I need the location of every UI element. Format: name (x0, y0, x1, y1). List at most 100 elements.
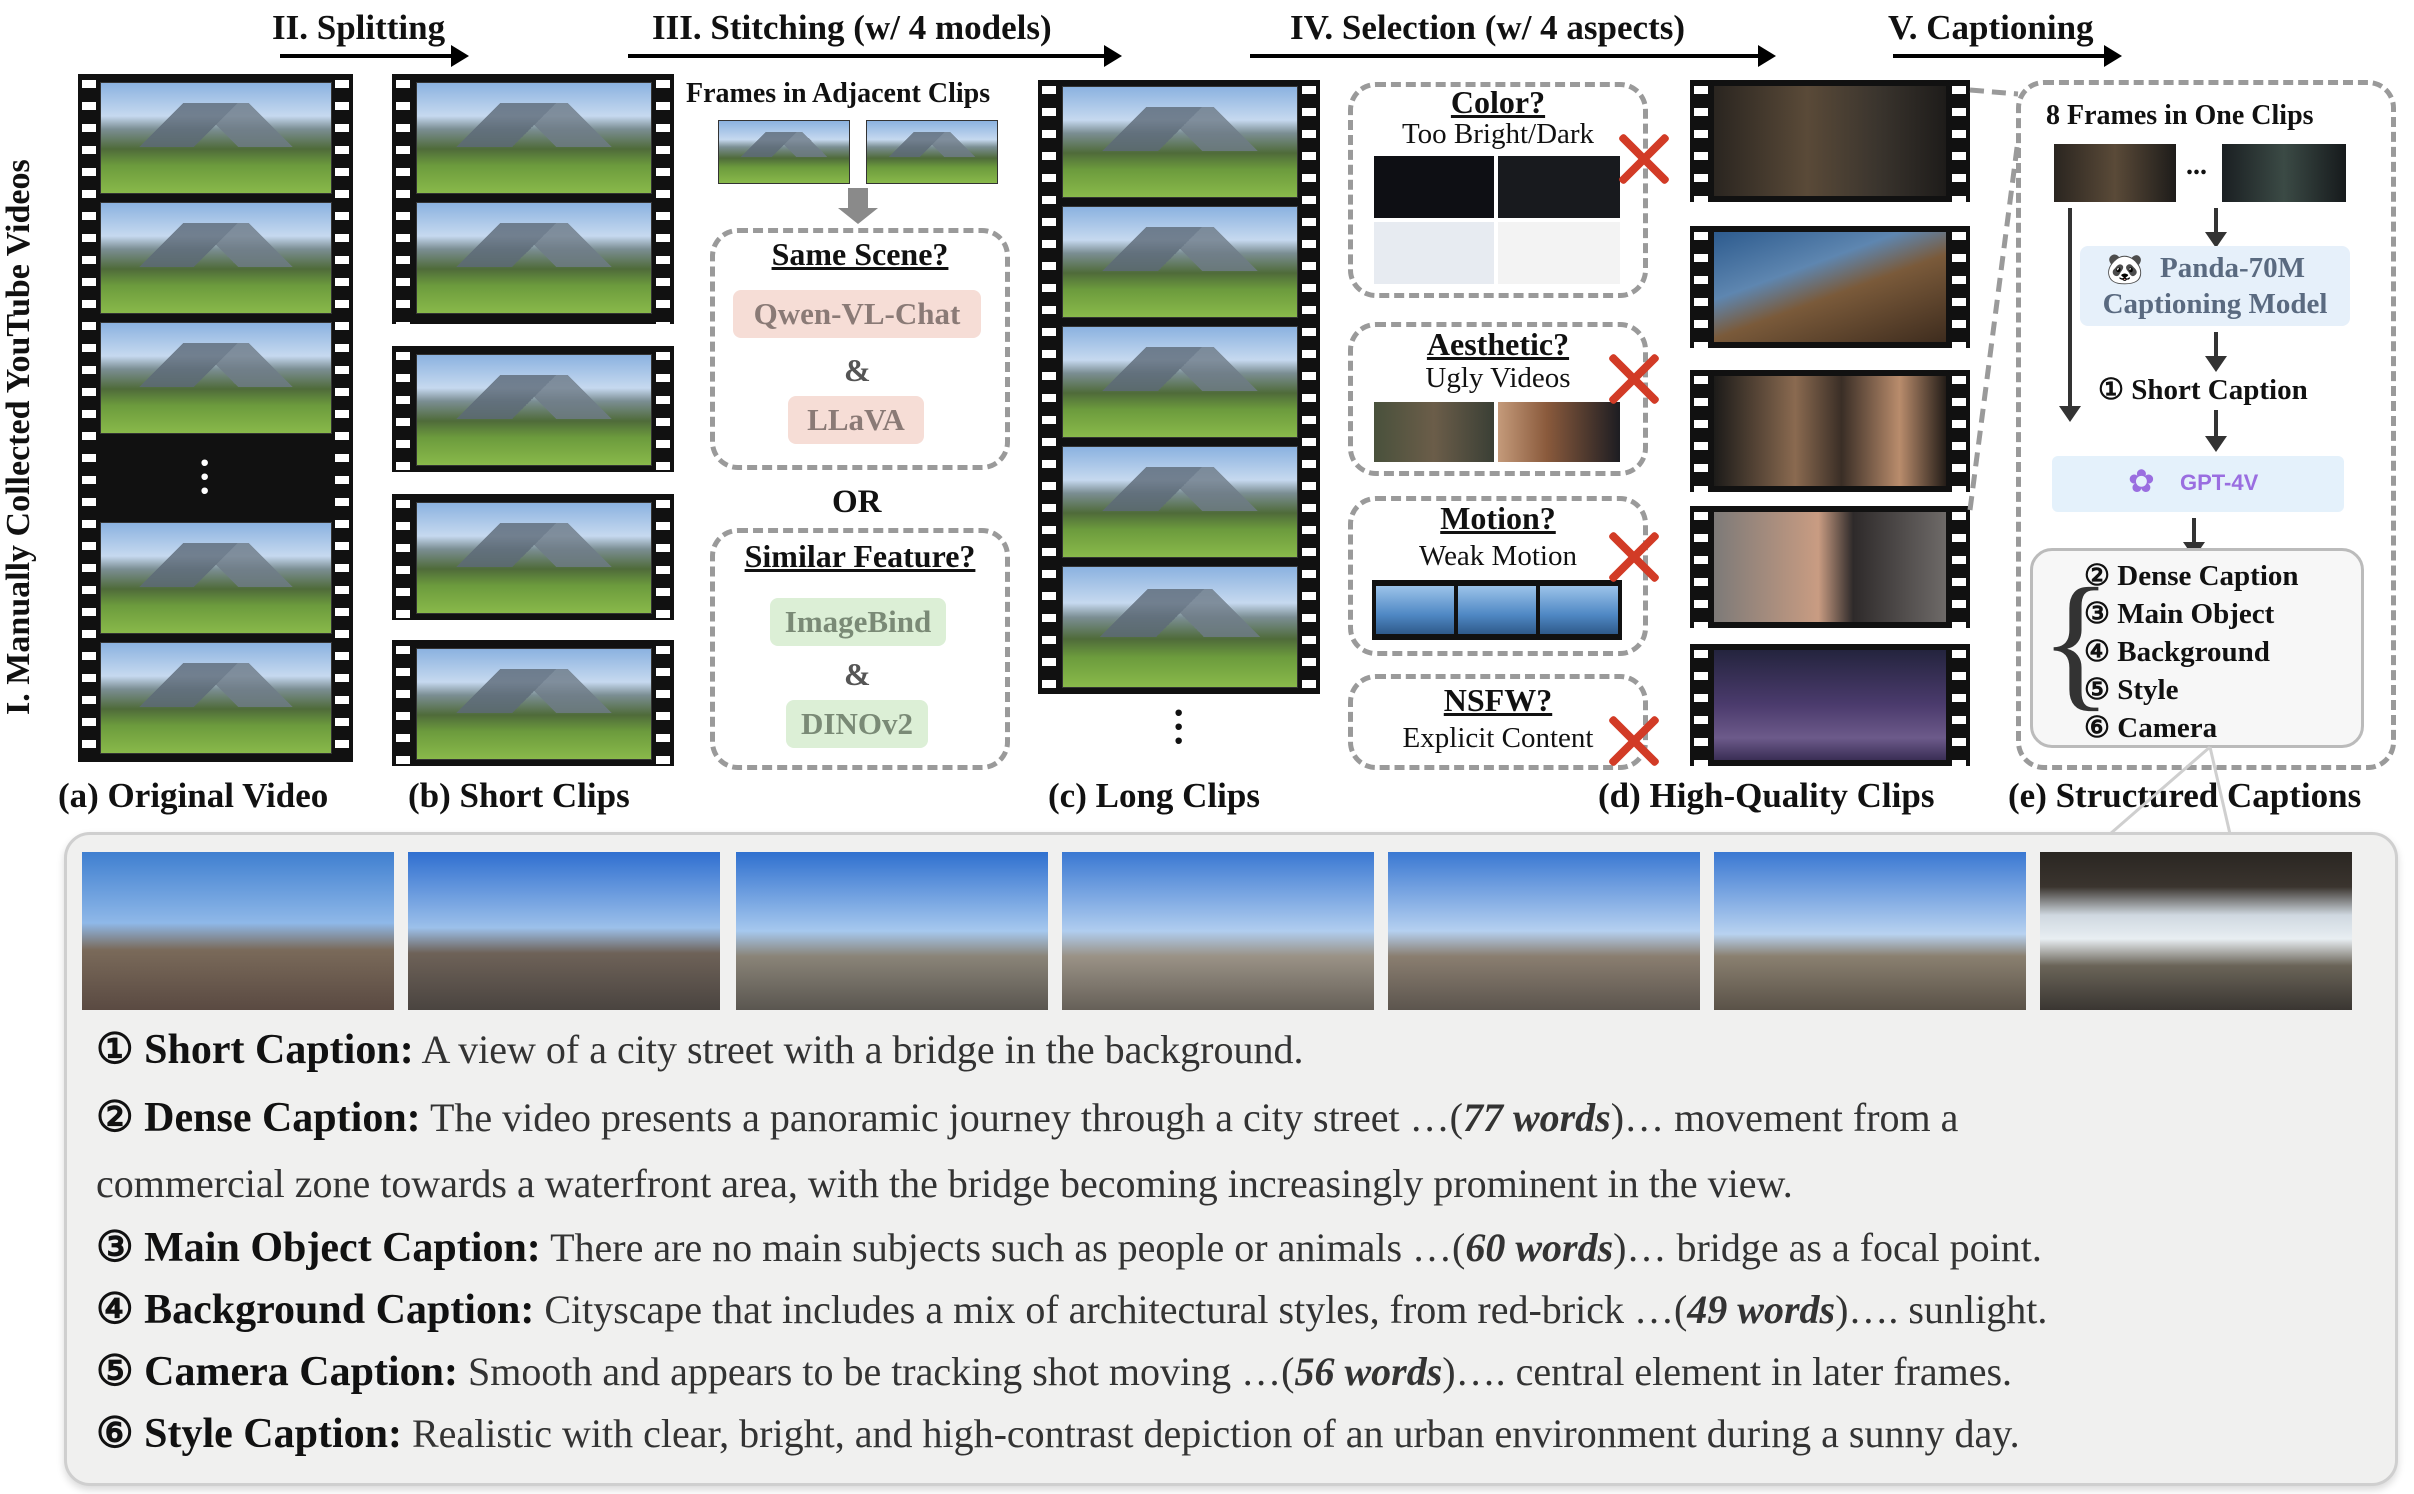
flow-arrow-long (2059, 208, 2081, 422)
bright-thumbnail (1498, 222, 1620, 284)
hq-clip-film (1690, 226, 1970, 348)
caption-label: ⑥ Style Caption: (96, 1411, 402, 1457)
caption-text: )… movement from a (1610, 1095, 1959, 1140)
dark-thumbnail (1374, 156, 1494, 218)
gpt4v-label: GPT-4V (2180, 470, 2259, 495)
connector-lines (1967, 87, 2021, 511)
stage-captioning-label: V. Captioning (1888, 8, 2094, 47)
captioning-arrow (1893, 45, 2122, 67)
video-frame (100, 322, 332, 434)
caption-text: )… bridge as a focal point. (1613, 1225, 2042, 1270)
panda-model-line1: Panda-70M (2160, 252, 2305, 284)
reject-cross-icon (1618, 132, 1672, 186)
aesthetic-question: Aesthetic? (1426, 326, 1570, 362)
clip-frame (1062, 86, 1298, 198)
clip-frame (416, 648, 652, 760)
weak-motion-strip (1372, 580, 1622, 640)
clip-frame (416, 354, 652, 466)
motion-subtitle: Weak Motion (1419, 540, 1577, 572)
main-object-caption-line: ③ Main Object Caption: There are no main… (96, 1222, 2042, 1272)
structured-item: ⑤ Style (2084, 674, 2179, 706)
stage-selection-label: IV. Selection (w/ 4 aspects) (1290, 8, 1686, 47)
video-frame (100, 522, 332, 634)
short-caption-line: ① Short Caption: A view of a city street… (96, 1024, 1303, 1074)
dense-caption-line: ② Dense Caption: The video presents a pa… (96, 1092, 1958, 1142)
splitting-arrow (280, 45, 469, 67)
panel-pointer (2109, 745, 2232, 836)
label-long-clips: (c) Long Clips (1048, 776, 1260, 815)
hq-clip-film (1690, 644, 1970, 766)
short-clip-film (392, 74, 674, 324)
ugly-video-thumbnail (1498, 402, 1620, 462)
video-frame (100, 82, 332, 194)
ampersand: & (844, 352, 871, 388)
caption-text: A view of a city street with a bridge in… (413, 1027, 1304, 1072)
word-count: 49 words (1687, 1287, 1836, 1332)
caption-text: Realistic with clear, bright, and high-c… (402, 1411, 2020, 1456)
caption-label: ② Dense Caption: (96, 1095, 421, 1141)
adjacent-frame (866, 120, 998, 184)
flow-arrow (2183, 518, 2205, 558)
street-frame (1388, 852, 1700, 1010)
down-arrow-head (838, 208, 878, 224)
caption-label: ① Short Caption: (96, 1027, 414, 1073)
imagebind-pill: ImageBind (770, 598, 946, 646)
or-label: OR (832, 484, 882, 520)
reject-cross-icon (1608, 530, 1662, 584)
eight-frames-title: 8 Frames in One Clips (2046, 100, 2314, 131)
selection-arrow (1250, 45, 1776, 67)
caption-label: ④ Background Caption: (96, 1287, 535, 1333)
street-frame (1062, 852, 1374, 1010)
street-frame (82, 852, 394, 1010)
hq-clip-frame (1714, 650, 1946, 760)
word-count: 60 words (1465, 1225, 1614, 1270)
caption-text: The video presents a panoramic journey t… (420, 1095, 1463, 1140)
ugly-video-thumbnail (1374, 402, 1494, 462)
structured-item: ⑥ Camera (2084, 712, 2218, 744)
label-short-clips: (b) Short Clips (408, 776, 630, 815)
hq-clip-frame (1714, 376, 1946, 486)
street-frame (736, 852, 1048, 1010)
hq-clip-frame (1714, 232, 1946, 342)
label-original-video: (a) Original Video (58, 776, 329, 815)
caption-label: ⑤ Camera Caption: (96, 1349, 458, 1395)
clip-frame (416, 82, 652, 194)
similar-feature-question: Similar Feature? (744, 538, 976, 574)
ellipsis-vertical: ··· (1172, 690, 1186, 763)
panda-model-box (2080, 246, 2350, 326)
video-frame (100, 642, 332, 754)
ellipsis-vertical: ··· (198, 440, 212, 513)
word-count: 77 words (1462, 1095, 1611, 1140)
structured-item: ② Dense Caption (2084, 560, 2299, 592)
word-count: 56 words (1294, 1349, 1443, 1394)
hq-clip-frame (1714, 86, 1946, 196)
same-scene-question: Same Scene? (771, 236, 949, 272)
short-clip-film (392, 494, 674, 620)
short-clip-film (392, 346, 674, 472)
color-question: Color? (1450, 84, 1546, 120)
qwen-vl-chat-pill: Qwen-VL-Chat (733, 290, 981, 338)
bright-thumbnail (1374, 222, 1494, 284)
label-structured-captions: (e) Structured Captions (2008, 776, 2362, 815)
openai-icon: ✿ (2128, 463, 2155, 499)
dark-thumbnail (1498, 156, 1620, 218)
stitching-arrow (628, 45, 1122, 67)
clip-frame (1062, 206, 1298, 318)
caption-text: Smooth and appears to be tracking shot m… (457, 1349, 1295, 1394)
caption-text: Cityscape that includes a mix of archite… (534, 1287, 1688, 1332)
caption-text: )…. sunlight. (1835, 1287, 2048, 1332)
gpt4v-box (2052, 456, 2344, 512)
down-arrow-icon (848, 188, 868, 210)
hq-clip-film (1690, 370, 1970, 492)
structured-captions-box (2030, 548, 2364, 748)
reject-cross-icon (1608, 352, 1662, 406)
street-frame (1714, 852, 2026, 1010)
style-caption-line: ⑥ Style Caption: Realistic with clear, b… (96, 1408, 2020, 1458)
structured-item: ④ Background (2084, 636, 2270, 668)
curly-brace: { (2040, 558, 2112, 724)
clip-frame (416, 202, 652, 314)
similar-feature-box (710, 528, 1010, 770)
stage-stitching-label: III. Stitching (w/ 4 models) (652, 8, 1052, 47)
panda-icon: 🐼 (2106, 253, 2144, 286)
hq-clip-film (1690, 80, 1970, 202)
